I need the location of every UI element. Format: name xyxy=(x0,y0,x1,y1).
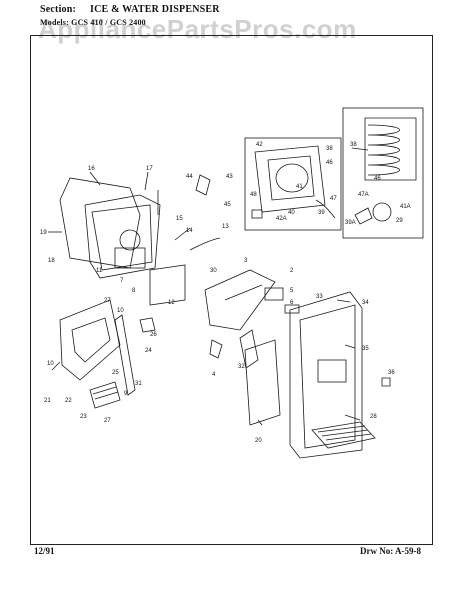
callout-33: 33 xyxy=(316,294,323,300)
callout-14: 14 xyxy=(186,228,193,234)
callout-4: 4 xyxy=(212,372,216,378)
callout-5: 5 xyxy=(290,288,294,294)
heater-panel xyxy=(364,117,417,181)
callout-35: 35 xyxy=(362,346,369,352)
callout-41A: 41A xyxy=(400,204,411,210)
callout-30: 30 xyxy=(210,268,217,274)
callout-42: 42 xyxy=(256,142,263,148)
callout-31: 31 xyxy=(135,381,142,387)
callout-22: 22 xyxy=(65,398,72,404)
callout-39A: 39A xyxy=(345,220,356,226)
callout-36: 36 xyxy=(388,370,395,376)
callout-21: 21 xyxy=(44,398,51,404)
ice-bucket xyxy=(59,177,141,269)
callout-20: 20 xyxy=(255,438,262,444)
callout-10: 10 xyxy=(47,361,54,367)
callout-6: 6 xyxy=(290,300,294,306)
ice-bin-housing xyxy=(84,194,161,279)
callout-39: 39 xyxy=(318,210,325,216)
callout-9: 9 xyxy=(124,391,128,397)
callout-3: 3 xyxy=(244,258,248,264)
callout-15: 15 xyxy=(176,216,183,222)
inset-box-left xyxy=(244,137,342,231)
diagram-frame xyxy=(30,35,433,545)
dispenser-pad xyxy=(89,381,121,409)
section-label: Section: xyxy=(40,4,77,15)
callout-41: 41 xyxy=(296,184,303,190)
watermark: AppliancePartsPros.com xyxy=(38,14,357,44)
callout-23: 23 xyxy=(80,414,87,420)
callout-2: 2 xyxy=(290,268,294,274)
callout-27: 27 xyxy=(104,298,111,304)
callout-25: 25 xyxy=(112,370,119,376)
footer-date: 12/91 xyxy=(34,546,55,556)
callout-13: 13 xyxy=(222,224,229,230)
callout-12: 12 xyxy=(168,300,175,306)
callout-16: 16 xyxy=(88,166,95,172)
model-line: Models: GCS 410 / GCS 2400 xyxy=(40,18,146,27)
callout-8: 8 xyxy=(132,288,136,294)
callout-47A: 47A xyxy=(358,192,369,198)
side-trim xyxy=(244,339,281,426)
callout-18: 18 xyxy=(48,258,55,264)
icemaker-module xyxy=(254,145,326,213)
callout-27: 27 xyxy=(104,418,111,424)
callout-29: 29 xyxy=(396,218,403,224)
callout-11: 11 xyxy=(96,268,103,274)
callout-48: 48 xyxy=(250,192,257,198)
actuator-arm xyxy=(114,314,136,396)
callout-40: 40 xyxy=(288,210,295,216)
bracket-12 xyxy=(149,264,186,306)
callout-7: 7 xyxy=(120,278,124,284)
callout-undefined: 10 xyxy=(117,308,124,314)
callout-44: 44 xyxy=(186,174,193,180)
callout-34: 34 xyxy=(362,300,369,306)
callout-38: 38 xyxy=(350,142,357,148)
callout-26: 26 xyxy=(150,332,157,338)
callout-24: 24 xyxy=(145,348,152,354)
section-title: ICE & WATER DISPENSER xyxy=(90,4,220,15)
callout-17: 17 xyxy=(146,166,153,172)
callout-45: 45 xyxy=(224,202,231,208)
callout-38: 38 xyxy=(326,146,333,152)
callout-46: 46 xyxy=(326,160,333,166)
lever-frame xyxy=(59,299,121,381)
callout-46: 46 xyxy=(374,176,381,182)
callout-42A: 42A xyxy=(276,216,287,222)
callout-19: 19 xyxy=(40,230,47,236)
footer-drawing-number: Drw No: A-59-8 xyxy=(360,546,421,556)
part-44 xyxy=(195,174,211,196)
callout-labels: 16 17 19 18 11 7 8 15 14 12 13 44 43 45 … xyxy=(40,142,411,444)
callout-28: 28 xyxy=(370,414,377,420)
callout-47: 47 xyxy=(330,196,337,202)
drip-tray xyxy=(311,421,376,449)
chute-housing xyxy=(204,269,276,331)
callout-43: 43 xyxy=(226,174,233,180)
dispenser-front-panel xyxy=(289,291,363,459)
callout-32: 32 xyxy=(238,364,245,370)
inset-box-right xyxy=(342,107,424,239)
